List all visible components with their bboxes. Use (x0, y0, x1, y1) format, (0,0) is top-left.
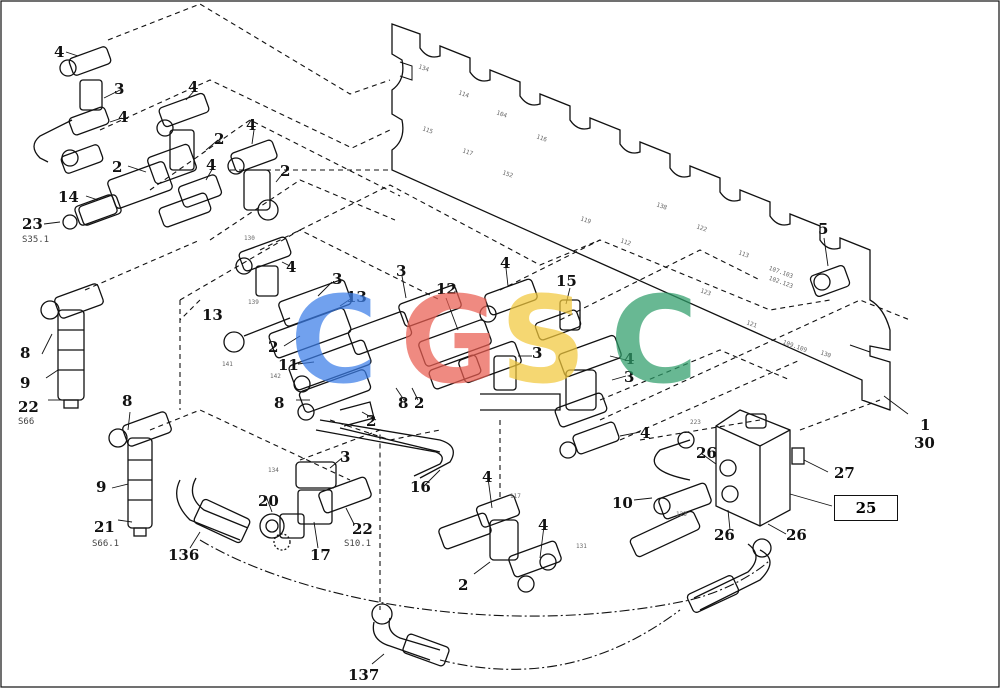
tiny-code: 139 (248, 299, 259, 306)
callout-2: 2 (458, 576, 469, 594)
callout-2: 2 (268, 338, 279, 356)
hose-route-line (199, 539, 771, 617)
tiny-code: 223 (690, 419, 701, 426)
callout-26: 26 (696, 444, 717, 462)
callout-17: 17 (310, 546, 331, 564)
callout-11: 11 (278, 356, 299, 374)
callout-2: 2 (214, 130, 225, 148)
callout-26: 26 (714, 526, 735, 544)
callout-3: 3 (332, 270, 343, 288)
callout-30: 30 (914, 434, 935, 452)
callout-4: 4 (640, 424, 651, 442)
callout-22: 22 (352, 520, 373, 538)
callout-10: 10 (612, 494, 633, 512)
callout-25: 25 (855, 499, 877, 517)
callout-15: 15 (556, 272, 577, 290)
callout-4: 4 (54, 43, 65, 61)
callout-25-box: 25 (834, 495, 898, 521)
callout-137: 137 (348, 666, 380, 684)
fitting-shapes (33, 46, 851, 667)
callout-13: 13 (346, 288, 367, 306)
callout-3: 3 (532, 344, 543, 362)
callout-2: 2 (414, 394, 425, 412)
callout-4: 4 (482, 468, 493, 486)
callout-27: 27 (834, 464, 855, 482)
mounting-bracket (391, 23, 891, 411)
callout-3: 3 (396, 262, 407, 280)
callout-23: 23 (22, 215, 43, 233)
watermark-letter: C (290, 272, 379, 411)
callout-8: 8 (122, 392, 133, 410)
callout-21: 21 (94, 518, 115, 536)
callout-136: 136 (168, 546, 200, 564)
callout-20: 20 (258, 492, 279, 510)
callout-4: 4 (624, 350, 635, 368)
callout-5: 5 (818, 220, 829, 238)
callout-4: 4 (500, 254, 511, 272)
tiny-code: 142 (270, 373, 281, 380)
callout-4: 4 (206, 156, 217, 174)
callout-26: 26 (786, 526, 807, 544)
tiny-code: 131 (576, 543, 587, 550)
tiny-code: 141 (222, 361, 233, 368)
callout-13: 13 (202, 306, 223, 324)
ref-s66-1: S66.1 (92, 539, 120, 549)
callout-2: 2 (280, 162, 291, 180)
ref-s66: S66 (18, 417, 35, 427)
callout-9: 9 (96, 478, 107, 496)
watermark-letter: C (610, 272, 699, 411)
callout-3: 3 (624, 368, 635, 386)
callout-8: 8 (274, 394, 285, 412)
ref-s35-1: S35.1 (22, 235, 50, 245)
callout-4: 4 (538, 516, 549, 534)
callout-8: 8 (20, 344, 31, 362)
callout-2: 2 (366, 412, 377, 430)
callout-leaders (41, 51, 909, 665)
callout-3: 3 (340, 448, 351, 466)
ref-s10-1: S10.1 (344, 539, 372, 549)
tiny-code: 117 (510, 493, 521, 500)
callout-16: 16 (410, 478, 431, 496)
callout-8: 8 (398, 394, 409, 412)
watermark-letter: S (500, 272, 587, 411)
tiny-code: 134 (268, 467, 279, 474)
watermark-letter: G (400, 272, 499, 411)
callout-12: 12 (436, 280, 457, 298)
callout-9: 9 (20, 374, 31, 392)
callout-4: 4 (188, 78, 199, 96)
callout-3: 3 (114, 80, 125, 98)
callout-14: 14 (58, 188, 79, 206)
callout-4: 4 (246, 116, 257, 134)
callout-4: 4 (286, 258, 297, 276)
callout-22: 22 (18, 398, 39, 416)
callout-4: 4 (118, 108, 129, 126)
callout-2: 2 (112, 158, 123, 176)
callout-1: 1 (920, 416, 931, 434)
tiny-code: 130 (244, 235, 255, 242)
tiny-code: 123 (676, 511, 687, 518)
